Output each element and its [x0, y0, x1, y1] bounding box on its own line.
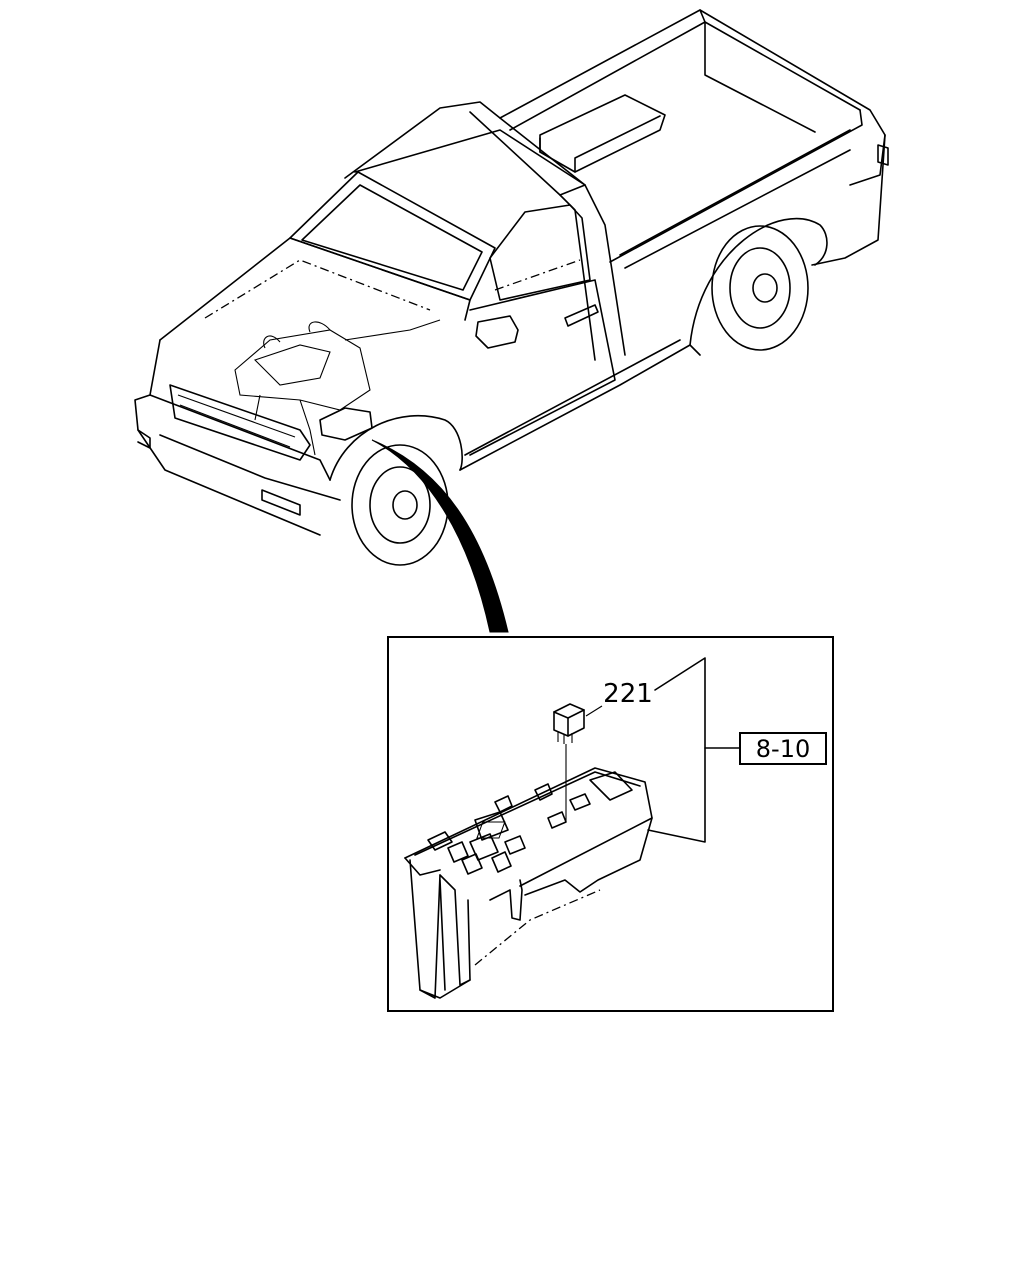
- reference-bracket: [647, 657, 706, 843]
- reference-label: 8-10: [756, 735, 810, 763]
- part-221-leader: [585, 705, 603, 717]
- pickup-truck-illustration: [134, 9, 889, 566]
- detail-leader-arrow: [371, 439, 509, 633]
- detail-frame: [387, 636, 834, 1012]
- reference-box: [739, 732, 827, 765]
- relay-box-illustration: [404, 767, 653, 999]
- part-number-label: 221: [603, 679, 653, 709]
- relay-part-icon: [553, 703, 585, 822]
